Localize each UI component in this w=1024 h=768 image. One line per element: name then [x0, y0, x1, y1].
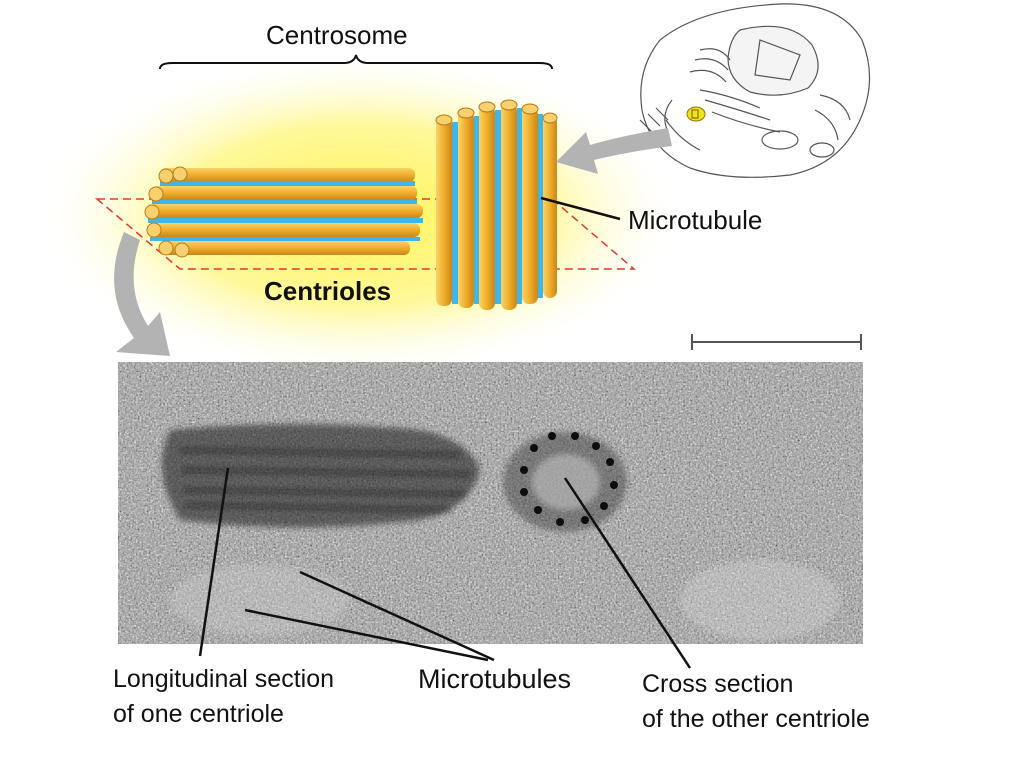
scale-bar [691, 334, 862, 350]
microtubule-pointer-line [540, 196, 621, 221]
centrosome-label: Centrosome [266, 20, 408, 50]
cross-label-line2: of the other centriole [642, 705, 870, 733]
centrioles-label: Centrioles [264, 276, 392, 306]
centrosome-brace [159, 54, 553, 70]
electron-micrograph [118, 362, 863, 644]
cross-section-label: Cross section of the other centriole [642, 667, 870, 737]
longitudinal-section-label: Longitudinal section of one centriole [113, 662, 334, 732]
cell-to-centrosome-arrow [556, 128, 672, 174]
centriole-vertical-model [435, 99, 558, 310]
longitudinal-label-line2: of one centriole [113, 700, 284, 728]
cross-label-line1: Cross section [642, 670, 794, 698]
microtubules-label: Microtubules [418, 664, 572, 694]
cell-illustration [639, 3, 871, 178]
model-to-micrograph-arrow [114, 232, 170, 356]
highlighted-centriole-in-cell [686, 106, 706, 122]
microtubule-label: Microtubule [628, 205, 763, 235]
centriole-longitudinal-model [144, 166, 423, 258]
micrograph-pointer-lines [198, 467, 692, 669]
longitudinal-label-line1: Longitudinal section [113, 665, 334, 693]
